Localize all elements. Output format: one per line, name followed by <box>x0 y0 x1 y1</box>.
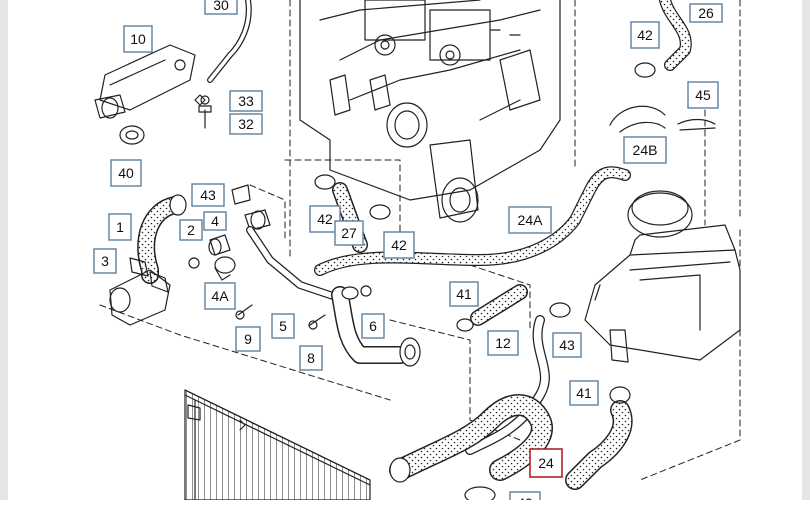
callout-26-c26[interactable]: 26 <box>689 3 723 23</box>
right-edge <box>802 0 810 500</box>
flange-drawing <box>94 44 196 119</box>
callout-box[interactable] <box>204 282 236 310</box>
callout-8-c8[interactable]: 8 <box>299 345 323 371</box>
callout-box[interactable] <box>552 332 582 358</box>
callout-label: 42 <box>637 27 653 43</box>
callout-label: 33 <box>238 93 254 109</box>
callout-45-c45[interactable]: 45 <box>687 81 719 109</box>
callout-4-c4[interactable]: 4 <box>203 211 227 231</box>
callout-9-c9[interactable]: 9 <box>235 326 261 352</box>
callout-box[interactable] <box>229 113 263 135</box>
callout-12-c12[interactable]: 12 <box>487 330 519 356</box>
callout-label: 27 <box>341 225 357 241</box>
callout-box[interactable] <box>508 206 552 234</box>
callout-label: 1 <box>116 219 124 235</box>
callout-label: 42 <box>391 237 407 253</box>
callout-3-c3[interactable]: 3 <box>93 248 117 274</box>
dashed-frame-lines <box>99 0 741 481</box>
callout-box[interactable] <box>108 213 132 241</box>
callout-label: 30 <box>213 0 229 13</box>
callout-label: 12 <box>495 335 511 351</box>
callout-label: 2 <box>187 222 195 238</box>
callout-label: 32 <box>238 116 254 132</box>
callout-label: 40 <box>118 165 134 181</box>
radiator-drawing <box>184 389 371 501</box>
engine-block-drawing <box>299 0 561 223</box>
callout-box[interactable] <box>687 81 719 109</box>
left-edge <box>0 0 8 500</box>
callout-box[interactable] <box>93 248 117 274</box>
callout-box[interactable] <box>623 136 667 164</box>
callout-box[interactable] <box>689 3 723 23</box>
callout-2-c2[interactable]: 2 <box>179 219 203 241</box>
callout-4a-c4a[interactable]: 4A <box>204 282 236 310</box>
callout-box[interactable] <box>229 90 263 112</box>
callout-box[interactable] <box>271 313 295 339</box>
callout-box[interactable] <box>203 211 227 231</box>
callout-box[interactable] <box>123 25 153 53</box>
callout-label: 43 <box>559 337 575 353</box>
line-art <box>94 0 741 504</box>
callout-40-c40b[interactable]: 40 <box>509 491 541 505</box>
callout-label: 45 <box>695 87 711 103</box>
callout-43-c43a[interactable]: 43 <box>191 183 225 207</box>
thermostat-housing-drawing <box>109 257 171 326</box>
callout-label: 8 <box>307 350 315 366</box>
callout-43-c43b[interactable]: 43 <box>552 332 582 358</box>
callout-label: 42 <box>317 211 333 227</box>
callout-box[interactable] <box>299 345 323 371</box>
callout-label: 40 <box>517 495 533 500</box>
callout-label: 24A <box>518 212 544 228</box>
callout-30-c30[interactable]: 30 <box>204 0 238 15</box>
callout-box[interactable] <box>179 219 203 241</box>
callout-box[interactable] <box>630 21 660 49</box>
callout-box[interactable] <box>334 220 364 246</box>
callout-42-c42c[interactable]: 42 <box>383 231 415 259</box>
callout-label: 43 <box>200 187 216 203</box>
callout-box[interactable] <box>361 313 385 339</box>
callout-label: 24 <box>538 455 554 471</box>
callout-32-c32[interactable]: 32 <box>229 113 263 135</box>
callout-label: 24B <box>633 142 658 158</box>
callout-41-c41a[interactable]: 41 <box>449 281 479 307</box>
callout-10-c10[interactable]: 10 <box>123 25 153 53</box>
callout-box[interactable] <box>529 448 563 478</box>
callout-box[interactable] <box>191 183 225 207</box>
callout-label: 3 <box>101 253 109 269</box>
callout-24-c24[interactable]: 24 <box>529 448 563 478</box>
callout-label: 4 <box>211 213 219 229</box>
callout-24a-c24a[interactable]: 24A <box>508 206 552 234</box>
callout-label: 41 <box>456 286 472 302</box>
callout-box[interactable] <box>383 231 415 259</box>
callout-1-c1[interactable]: 1 <box>108 213 132 241</box>
callout-33-c33[interactable]: 33 <box>229 90 263 112</box>
callout-42-c42a[interactable]: 42 <box>630 21 660 49</box>
callout-27-c27[interactable]: 27 <box>334 220 364 246</box>
callout-box[interactable] <box>110 159 142 187</box>
callout-6-c6[interactable]: 6 <box>361 313 385 339</box>
callout-box[interactable] <box>449 281 479 307</box>
callout-label: 9 <box>244 331 252 347</box>
callout-label: 41 <box>576 385 592 401</box>
callout-label: 5 <box>279 318 287 334</box>
callout-label: 26 <box>698 5 714 21</box>
callout-24b-c24b[interactable]: 24B <box>623 136 667 164</box>
callout-box[interactable] <box>487 330 519 356</box>
callout-box[interactable] <box>204 0 238 15</box>
callout-label: 6 <box>369 318 377 334</box>
callout-41-c41b[interactable]: 41 <box>569 380 599 406</box>
callout-40-c40a[interactable]: 40 <box>110 159 142 187</box>
callout-label: 4A <box>211 288 229 304</box>
callout-label: 10 <box>130 31 146 47</box>
callout-box[interactable] <box>235 326 261 352</box>
callout-5-c5[interactable]: 5 <box>271 313 295 339</box>
callout-box[interactable] <box>569 380 599 406</box>
expansion-tank-drawing <box>584 190 741 363</box>
